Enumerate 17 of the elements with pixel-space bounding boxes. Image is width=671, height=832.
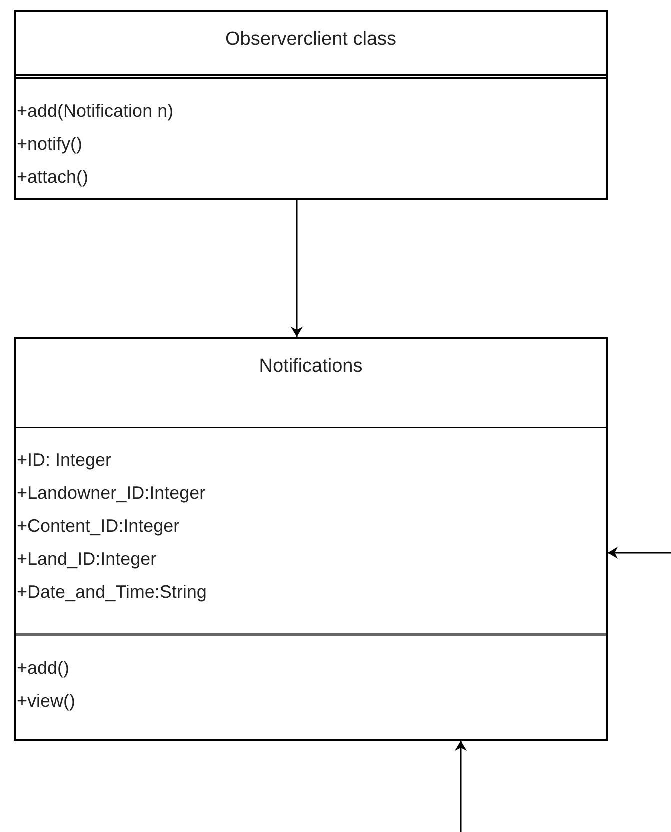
class-member: +add() — [17, 657, 70, 680]
class-name: Notifications — [259, 355, 363, 379]
class-member: +ID: Integer — [17, 449, 112, 472]
class-member: +add(Notification n) — [17, 100, 174, 123]
class-name: Observerclient class — [225, 28, 397, 52]
arrow — [291, 200, 303, 337]
class-member: +Content_ID:Integer — [17, 515, 180, 538]
class-member: +Date_and_Time:String — [17, 581, 207, 604]
arrow — [455, 741, 467, 832]
class-box — [14, 10, 608, 200]
class-member: +view() — [17, 690, 76, 713]
class-member: +attach() — [17, 166, 89, 189]
class-member: +Land_ID:Integer — [17, 548, 157, 571]
class-member: +notify() — [17, 133, 83, 156]
class-box — [14, 337, 608, 741]
arrow — [608, 547, 671, 559]
class-member: +Landowner_ID:Integer — [17, 482, 206, 505]
